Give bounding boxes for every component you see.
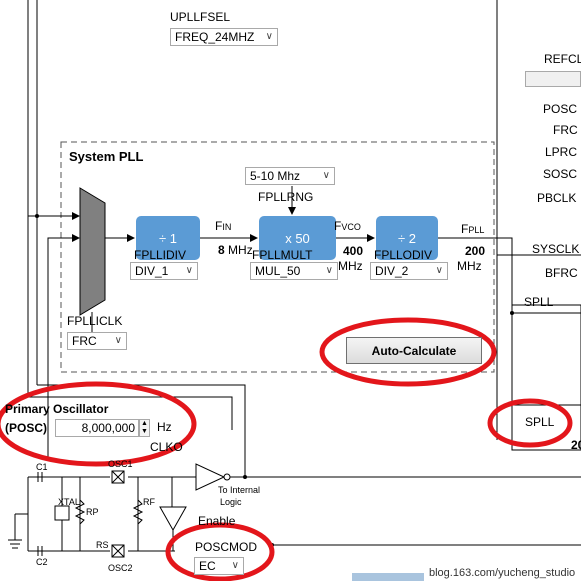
watermark-text: blog.163.com/yucheng_studio (429, 567, 576, 579)
bfrc-label: BFRC (545, 266, 578, 280)
rp-label: RP (86, 507, 99, 517)
fpllclk-value: FRC (72, 334, 97, 348)
fvco-unit: MHz (338, 259, 363, 273)
xtal-label: XTAL (58, 497, 80, 507)
auto-calculate-button[interactable]: Auto-Calculate (346, 337, 482, 364)
spll-label-top: SPLL (524, 295, 554, 309)
fvco-label: FVCO (334, 219, 361, 233)
output-divider-block: ÷ 2 (376, 216, 438, 260)
sysclk-label: SYSCLK (532, 242, 580, 256)
fpllodiv-value: DIV_2 (375, 264, 409, 278)
rs-label: RS (96, 540, 109, 550)
posc-unit: Hz (157, 420, 172, 434)
source-pbclk: PBCLK (537, 191, 577, 205)
osc2-label: OSC2 (108, 563, 133, 573)
source-sosc: SOSC (543, 167, 578, 181)
rf-label: RF (143, 497, 155, 507)
chevron-down-icon: ∨ (231, 560, 239, 571)
system-pll-title: System PLL (69, 149, 144, 164)
fpllodiv-label: FPLLODIV (374, 248, 433, 262)
fpllclk-dropdown[interactable]: FRC ∨ (67, 332, 127, 350)
posc-abbr: (POSC) (5, 421, 47, 435)
source-frc: FRC (553, 123, 578, 137)
fpll-value: 200 (465, 244, 486, 258)
fpllclk-label: FPLLICLK (67, 314, 123, 328)
poscmod-dropdown[interactable]: EC ∨ (194, 557, 244, 575)
c1-label: C1 (36, 462, 48, 472)
chevron-down-icon: ∨ (322, 170, 330, 181)
source-lprc: LPRC (545, 145, 578, 159)
fpllrng-dropdown[interactable]: 5-10 Mhz ∨ (245, 167, 335, 185)
fpll-unit: MHz (457, 259, 482, 273)
clko-label: CLKO (150, 440, 183, 454)
posc-frequency-input[interactable]: 8,000,000 (55, 419, 139, 437)
upllfsel-value: FREQ_24MHZ (175, 30, 255, 44)
to-internal-label: To Internal (218, 485, 261, 495)
chevron-down-icon: ∨ (325, 265, 333, 276)
fpllmult-dropdown[interactable]: MUL_50 ∨ (250, 262, 338, 280)
truncated-number: 20 (571, 438, 581, 452)
source-posc: POSC (543, 102, 578, 116)
upllfsel-dropdown[interactable]: FREQ_24MHZ ∨ (170, 28, 278, 46)
spll-label-bottom: SPLL (525, 415, 555, 429)
fpll-label: FPLL (461, 222, 485, 236)
fin-value: 8 MHz (218, 243, 253, 257)
input-divider-block: ÷ 1 (136, 216, 200, 260)
refclk-label: REFCL (544, 52, 581, 66)
fpllrng-label: FPLLRNG (258, 190, 314, 204)
enable-label: Enable (198, 514, 236, 528)
fin-label: FIN (215, 219, 232, 233)
chevron-down-icon: ∨ (114, 335, 122, 346)
fpllmult-label: FPLLMULT (252, 248, 313, 262)
poscmod-value: EC (199, 559, 216, 573)
c2-label: C2 (36, 557, 48, 567)
osc1-label: OSC1 (108, 459, 133, 469)
logic-label: Logic (220, 497, 242, 507)
posc-title: Primary Oscillator (5, 402, 109, 416)
fvco-value: 400 (343, 244, 364, 258)
fpllodiv-dropdown[interactable]: DIV_2 ∨ (370, 262, 448, 280)
upllfsel-label: UPLLFSEL (170, 10, 231, 24)
fpllidiv-dropdown[interactable]: DIV_1 ∨ (130, 262, 198, 280)
multiplier-block: x 50 (259, 216, 336, 260)
fpllidiv-value: DIV_1 (135, 264, 169, 278)
fpllidiv-label: FPLLIDIV (134, 248, 187, 262)
bottom-widget (352, 573, 424, 581)
poscmod-label: POSCMOD (195, 540, 258, 554)
chevron-down-icon: ∨ (435, 265, 443, 276)
refclk-field[interactable] (525, 71, 581, 87)
chevron-down-icon: ∨ (185, 265, 193, 276)
posc-frequency-spinner[interactable]: ▲▼ (139, 419, 150, 437)
fpllmult-value: MUL_50 (255, 264, 301, 278)
fpllrng-value: 5-10 Mhz (250, 169, 301, 183)
chevron-down-icon: ∨ (265, 31, 273, 42)
